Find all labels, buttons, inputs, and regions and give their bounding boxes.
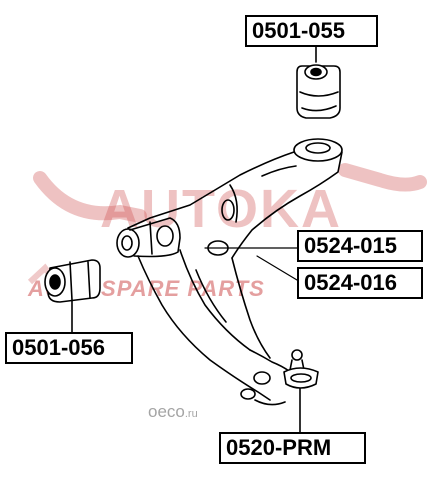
part-label-mid1[interactable]: 0524-015	[297, 230, 423, 262]
site-tld: .ru	[184, 408, 198, 420]
control-arm	[116, 138, 343, 406]
ball-joint	[283, 349, 319, 389]
watermark-brand: AUTOKA	[100, 179, 343, 239]
part-label-mid2[interactable]: 0524-016	[297, 267, 423, 299]
part-label-top[interactable]: 0501-055	[245, 15, 378, 47]
site-watermark: oeco.ru	[148, 402, 198, 422]
leader-mid2	[256, 255, 298, 281]
bushing-top	[296, 64, 341, 119]
site-main: oeco	[148, 402, 185, 421]
bushing-left	[44, 259, 101, 303]
part-label-bottom[interactable]: 0520-PRM	[219, 432, 366, 464]
part-label-left[interactable]: 0501-056	[5, 332, 133, 364]
